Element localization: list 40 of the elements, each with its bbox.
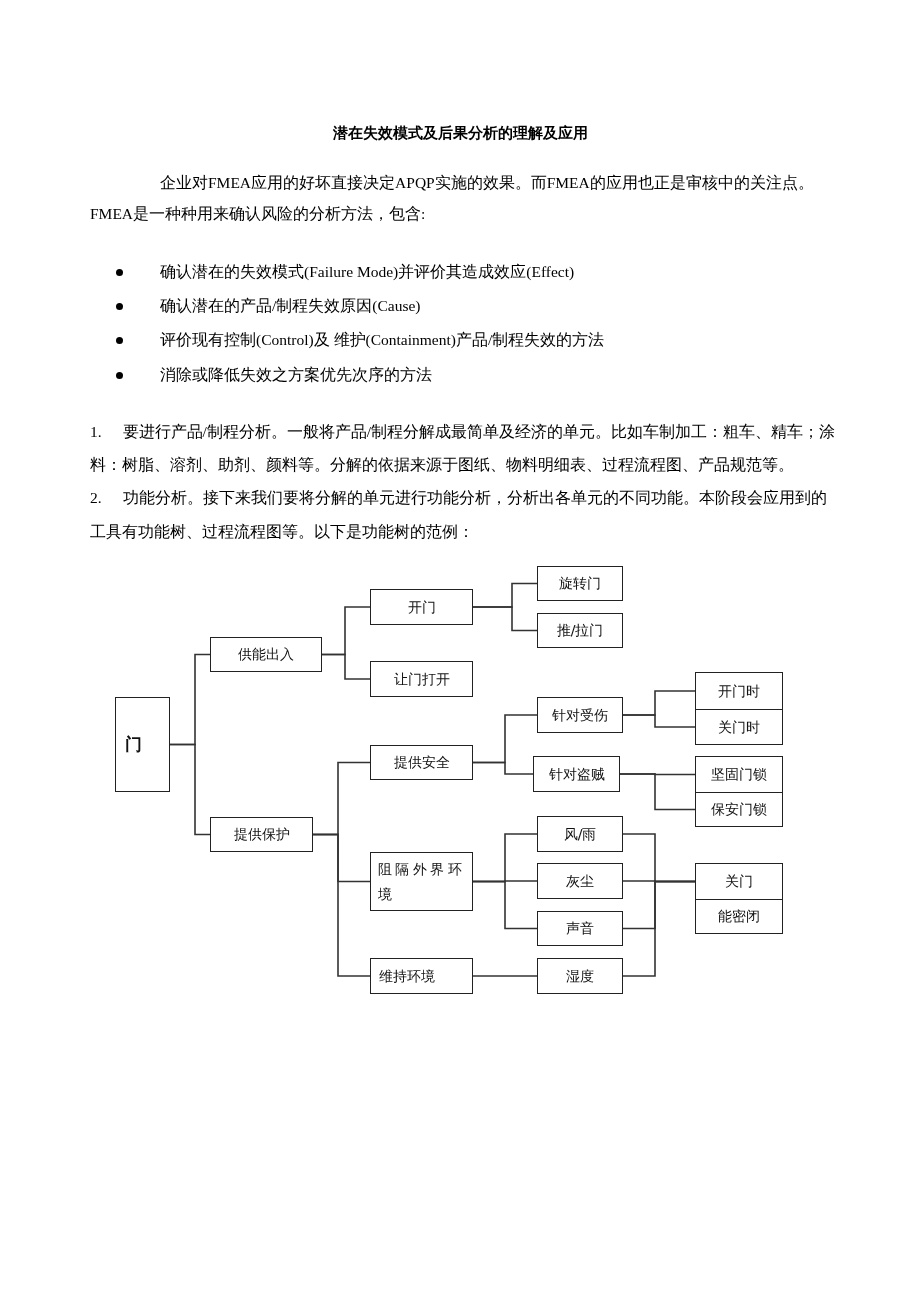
function-box: 开门 — [370, 589, 473, 625]
connector-line — [472, 880, 538, 930]
bullet-text: 消除或降低失效之方案优先次序的方法 — [160, 365, 432, 385]
function-box: 提供保护 — [210, 817, 313, 852]
function-box: 湿度 — [537, 958, 623, 994]
connector-line — [321, 653, 371, 680]
function-box: 能密闭 — [695, 899, 783, 934]
function-box: 让门打开 — [370, 661, 473, 697]
document-title: 潜在失效模式及后果分析的理解及应用 — [332, 124, 588, 143]
function-box: 针对盗贼 — [533, 756, 620, 792]
function-box: 旋转门 — [537, 566, 623, 601]
connector-line — [472, 606, 538, 632]
function-box: 开门时 — [695, 672, 783, 710]
function-box: 声音 — [537, 911, 623, 946]
connector-line — [169, 743, 211, 836]
function-box: 阻隔外界环境 — [370, 852, 473, 911]
bullet-text: 评价现有控制(Control)及 维护(Containment)产品/制程失效的方法 — [160, 330, 605, 350]
connector-line — [622, 880, 696, 977]
paragraph-text: 企业对FMEA应用的好坏直接决定APQP实施的效果。而FMEA的应用也正是审核中的关注点。FMEA是一种种用来确认风险的分析方法，包含: — [90, 173, 815, 224]
function-box: 关门时 — [695, 709, 783, 745]
connector-line — [472, 761, 534, 775]
connector-line — [312, 833, 371, 977]
function-box: 保安门锁 — [695, 792, 783, 827]
connector-line — [622, 714, 696, 728]
function-box: 风/雨 — [537, 816, 623, 852]
function-box: 提供安全 — [370, 745, 473, 780]
function-box: 坚固门锁 — [695, 756, 783, 793]
function-box: 维持环境 — [370, 958, 473, 994]
function-box: 针对受伤 — [537, 697, 623, 733]
bullet-text: 确认潜在的失效模式(Failure Mode)并评价其造成效应(Effect) — [160, 262, 575, 282]
paragraph-text: 1. 要进行产品/制程分析。一般将产品/制程分解成最简单及经济的单元。比如车制加工：粗车、精车；涂料：树脂、溶剂、助剂、颜料等。分解的依据来源于图纸、物料明细表、过程流程图、产品规范等。 — [90, 422, 837, 475]
paragraph-text: 2. 功能分析。接下来我们要将分解的单元进行功能分析，分析出各单元的不同功能。本阶段会应用到的工具有功能树、过程流程图等。以下是功能树的范例： — [90, 488, 828, 542]
function-box: 灰尘 — [537, 863, 623, 899]
connector-line — [472, 975, 538, 977]
function-box: 供能出入 — [210, 637, 322, 672]
connector-line — [619, 773, 696, 811]
function-box: 推/拉门 — [537, 613, 623, 648]
bullet-text: 确认潜在的产品/制程失效原因(Cause) — [160, 296, 421, 316]
root-box: 门 — [115, 697, 170, 792]
function-box: 关门 — [695, 863, 783, 900]
